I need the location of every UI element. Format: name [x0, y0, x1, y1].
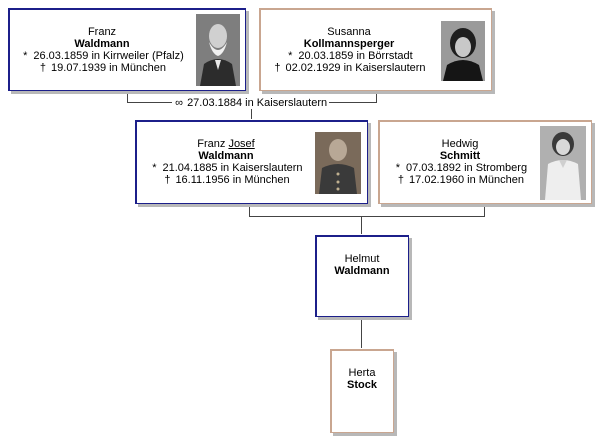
death-line: † 17.02.1960 in München — [397, 174, 525, 186]
death-line: † 19.07.1939 in München — [39, 62, 167, 74]
death-line: † 02.02.1929 in Kaiserslautern — [274, 62, 426, 74]
given-name: Helmut — [344, 253, 380, 265]
given-name: Herta — [348, 367, 376, 379]
birth-line: * 07.03.1892 in Stromberg — [382, 162, 538, 174]
given-name: Hedwig — [441, 138, 479, 150]
connector-hedwig-down — [484, 203, 485, 216]
person-card-herta-stock[interactable]: Herta Stock — [330, 349, 394, 433]
portrait-photo — [540, 126, 586, 200]
death-icon: † — [164, 174, 171, 186]
surname: Kollmannsperger — [303, 38, 395, 50]
surname: Waldmann — [334, 265, 390, 277]
connector-franz-down — [127, 90, 128, 102]
person-card-helmut-waldmann[interactable]: Helmut Waldmann — [315, 235, 409, 317]
birth-line: * 26.03.1859 in Kirrweiler (Pfalz) — [12, 50, 192, 62]
connector-to-helmut — [361, 216, 362, 234]
death-icon: † — [39, 62, 47, 74]
person-card-susanna-kollmannsperger[interactable]: Susanna Kollmannsperger * 20.03.1859 in … — [259, 8, 492, 91]
person-card-franz-josef-waldmann[interactable]: Franz Josef Waldmann * 21.04.1885 in Kai… — [135, 120, 368, 204]
marriage-icon: ∞ — [175, 97, 183, 109]
connector-couple-line — [249, 216, 485, 217]
death-icon: † — [397, 174, 405, 186]
death-icon: † — [274, 62, 281, 74]
portrait-photo — [441, 21, 485, 81]
portrait-photo — [196, 14, 240, 86]
death-line: † 16.11.1956 in München — [164, 174, 290, 186]
person-card-hedwig-schmitt[interactable]: Hedwig Schmitt * 07.03.1892 in Stromberg… — [378, 120, 592, 204]
birth-icon: * — [152, 162, 157, 174]
given-name-called: Josef — [228, 138, 255, 150]
surname: Schmitt — [439, 150, 481, 162]
marriage-label: ∞ 27.03.1884 in Kaiserslautern — [172, 97, 330, 109]
birth-line: * 21.04.1885 in Kaiserslautern — [139, 162, 313, 174]
person-card-franz-waldmann[interactable]: Franz Waldmann * 26.03.1859 in Kirrweile… — [8, 8, 246, 91]
birth-icon: * — [395, 162, 401, 174]
connector-helmut-herta — [361, 316, 362, 348]
marriage-date-place: 27.03.1884 in Kaiserslautern — [187, 97, 328, 109]
connector-franzjosef-down — [249, 203, 250, 216]
surname: Waldmann — [74, 38, 130, 50]
portrait-photo — [315, 132, 361, 194]
birth-icon: * — [23, 50, 28, 62]
surname: Waldmann — [198, 150, 254, 162]
surname: Stock — [347, 379, 377, 391]
birth-icon: * — [288, 50, 293, 62]
connector-to-franz-josef — [251, 102, 252, 119]
given-name: Franz — [87, 26, 117, 38]
birth-line: * 20.03.1859 in Börrstadt — [263, 50, 435, 62]
given-name: Franz Josef — [197, 138, 255, 150]
connector-susanna-down — [376, 90, 377, 102]
given-name: Susanna — [327, 26, 371, 38]
